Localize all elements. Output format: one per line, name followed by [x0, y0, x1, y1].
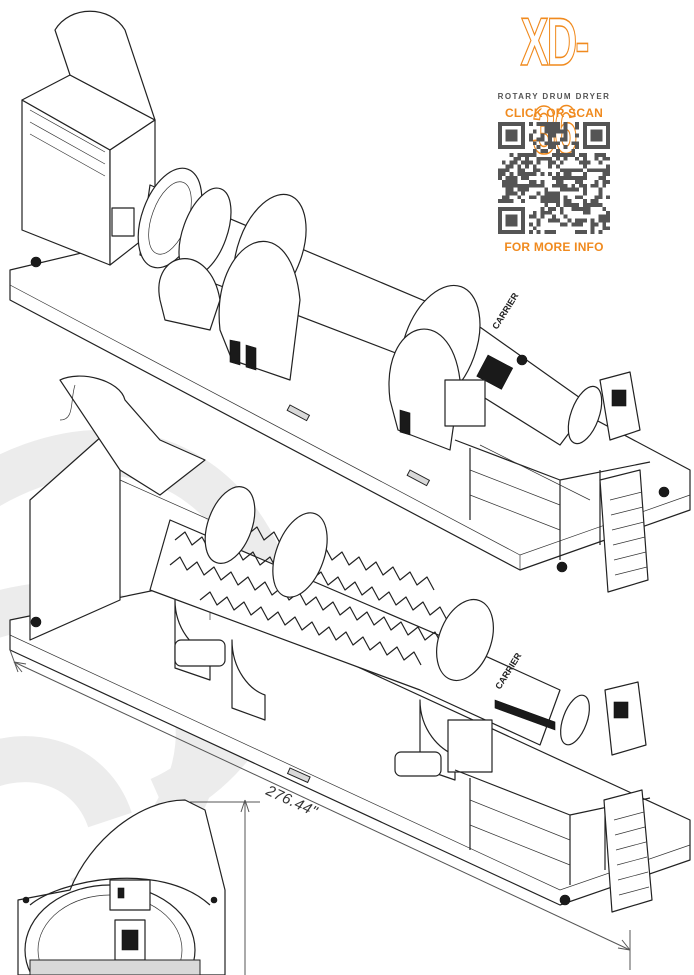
qr-code[interactable] [498, 122, 610, 234]
click-or-scan-label[interactable]: CLICK OR SCAN [505, 106, 603, 120]
product-tagline: ROTARY DRUM DRYER [497, 92, 611, 101]
end-view [17, 799, 260, 975]
assembly-cutaway [9, 375, 691, 913]
product-logo: XD-36 [494, 0, 614, 169]
assembly-top [9, 10, 691, 593]
more-info-label[interactable]: FOR MORE INFO [504, 240, 604, 254]
product-brand-panel: XD-36 ROTARY DRUM DRYER CLICK OR SCAN FO… [494, 0, 614, 262]
drum-label-top: CARRIER [490, 291, 520, 331]
length-dimension [9, 649, 631, 970]
